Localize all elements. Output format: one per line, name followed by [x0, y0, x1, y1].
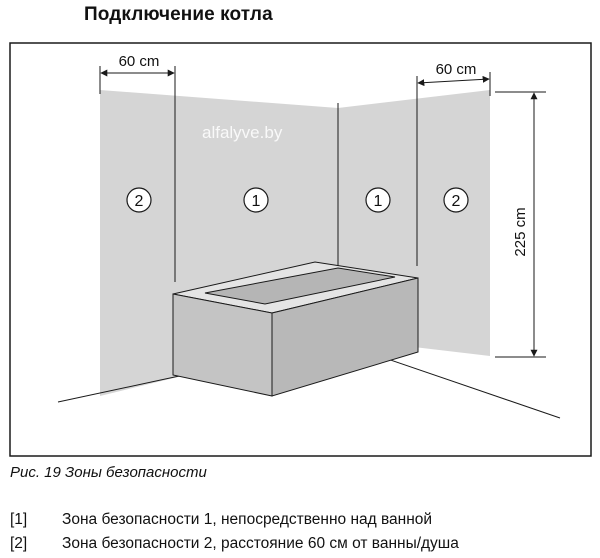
- svg-text:2: 2: [452, 193, 461, 210]
- legend-number: [2]: [10, 535, 28, 552]
- legend-text: Зона безопасности 2, расстояние 60 см от…: [62, 535, 459, 552]
- watermark: alfalyve.by: [202, 123, 283, 142]
- dim-right-label: 60 cm: [436, 61, 477, 78]
- svg-text:1: 1: [252, 193, 261, 210]
- safety-zones-diagram: 60 cm 60 cm 225 cm alfalyve.by 2 1 1 2: [9, 42, 592, 457]
- frame: [9, 42, 592, 457]
- legend-item: [2] Зона безопасности 2, расстояние 60 с…: [10, 532, 459, 556]
- legend-text: Зона безопасности 1, непосредственно над…: [62, 511, 433, 528]
- zone-marker: 1: [365, 187, 391, 213]
- zone-marker: 1: [243, 187, 269, 213]
- svg-text:1: 1: [374, 193, 383, 210]
- dim-left-label: 60 cm: [119, 53, 160, 70]
- legend-item: [1] Зона безопасности 1, непосредственно…: [10, 508, 459, 532]
- bathtub-basin: [204, 267, 396, 305]
- figure-title: Подключение котла: [84, 4, 273, 25]
- bathtub-side: [271, 277, 419, 397]
- dim-right-arrow: [417, 75, 490, 87]
- legend: [1] Зона безопасности 1, непосредственно…: [10, 508, 459, 556]
- svg-text:2: 2: [135, 193, 144, 210]
- zone-marker: 2: [443, 187, 469, 213]
- legend-number: [1]: [10, 511, 28, 528]
- dim-height-label: 225 cm: [512, 207, 529, 256]
- figure-caption: Рис. 19 Зоны безопасности: [10, 464, 207, 481]
- zone-marker: 2: [126, 187, 152, 213]
